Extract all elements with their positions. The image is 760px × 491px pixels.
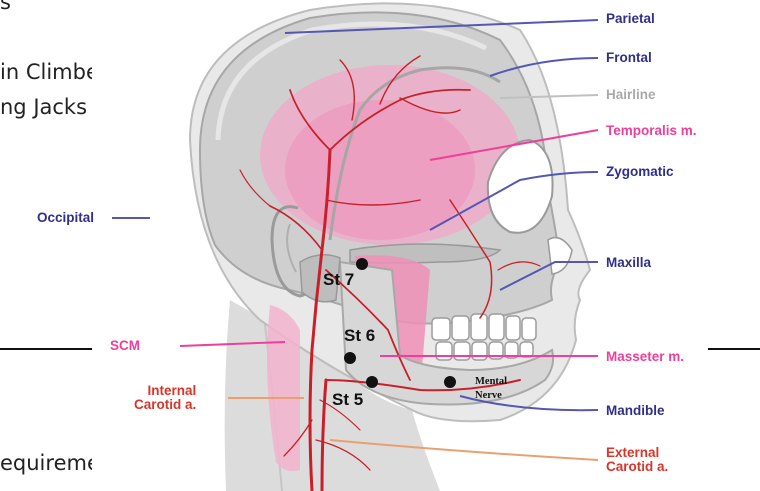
label-occipital: Occipital bbox=[37, 211, 94, 225]
label-external-carotid-line1: External bbox=[606, 446, 668, 460]
label-frontal: Frontal bbox=[606, 51, 652, 65]
point-st5-dot bbox=[366, 376, 378, 388]
label-mental-nerve-line2: Nerve bbox=[475, 389, 507, 403]
label-st7: St 7 bbox=[323, 270, 354, 290]
label-scm: SCM bbox=[110, 339, 140, 353]
label-internal-carotid: Internal Carotid a. bbox=[134, 384, 196, 412]
label-parietal: Parietal bbox=[606, 12, 655, 26]
label-masseter: Masseter m. bbox=[606, 350, 684, 364]
label-mental-nerve: Mental Nerve bbox=[475, 375, 507, 403]
label-internal-carotid-line1: Internal bbox=[134, 384, 196, 398]
label-st5: St 5 bbox=[332, 390, 363, 410]
label-mandible: Mandible bbox=[606, 404, 665, 418]
point-st7-dot bbox=[356, 258, 368, 270]
label-maxilla: Maxilla bbox=[606, 256, 651, 270]
label-zygomatic: Zygomatic bbox=[606, 165, 674, 179]
label-mental-nerve-line1: Mental bbox=[475, 375, 507, 389]
mental-nerve-dot bbox=[444, 376, 456, 388]
label-external-carotid: External Carotid a. bbox=[606, 446, 668, 474]
label-temporalis: Temporalis m. bbox=[606, 124, 697, 138]
point-st6-dot bbox=[344, 352, 356, 364]
label-st6: St 6 bbox=[344, 326, 375, 346]
label-internal-carotid-line2: Carotid a. bbox=[134, 398, 196, 412]
teeth bbox=[432, 314, 536, 360]
label-external-carotid-line2: Carotid a. bbox=[606, 460, 668, 474]
label-hairline: Hairline bbox=[606, 88, 656, 102]
